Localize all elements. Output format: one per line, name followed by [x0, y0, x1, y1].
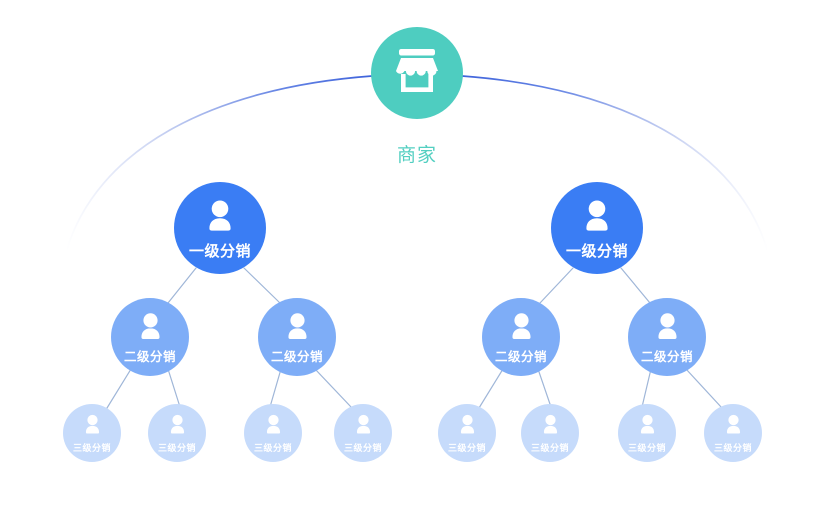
level2-label: 二级分销	[123, 350, 176, 364]
person-icon	[507, 312, 536, 346]
level3-label: 三级分销	[343, 443, 382, 453]
connector-l1b-l2d	[620, 267, 651, 304]
level2-node-2[interactable]: 二级分销	[258, 298, 336, 376]
level3-label: 三级分销	[627, 443, 666, 453]
level1-node-2[interactable]: 一级分销	[551, 182, 643, 274]
level2-label: 二级分销	[494, 350, 547, 364]
person-icon	[167, 414, 188, 440]
connector-l2c-l3f	[537, 368, 552, 408]
person-icon	[136, 312, 165, 346]
level2-label: 二级分销	[640, 350, 693, 364]
level3-node-6[interactable]: 三级分销	[521, 404, 579, 462]
person-icon	[723, 414, 744, 440]
level2-label: 二级分销	[270, 350, 323, 364]
level3-label: 三级分销	[253, 443, 292, 453]
level3-label: 三级分销	[157, 443, 196, 453]
level3-node-4[interactable]: 三级分销	[334, 404, 392, 462]
level3-node-7[interactable]: 三级分销	[618, 404, 676, 462]
level3-label: 三级分销	[713, 443, 752, 453]
level3-node-2[interactable]: 三级分销	[148, 404, 206, 462]
person-icon	[283, 312, 312, 346]
connector-l2d-l3h	[685, 368, 723, 409]
level2-node-1[interactable]: 二级分销	[111, 298, 189, 376]
level2-node-3[interactable]: 二级分销	[482, 298, 560, 376]
connector-l1a-l2b	[243, 267, 281, 304]
person-icon	[82, 414, 103, 440]
level3-node-8[interactable]: 三级分销	[704, 404, 762, 462]
level3-node-3[interactable]: 三级分销	[244, 404, 302, 462]
connector-l1a-l2a	[167, 267, 197, 304]
level3-label: 三级分销	[72, 443, 111, 453]
connector-l2b-l3d	[314, 368, 353, 409]
connector-l2c-l3e	[478, 368, 504, 409]
level3-label: 三级分销	[447, 443, 486, 453]
level1-label: 一级分销	[565, 243, 628, 260]
person-icon	[580, 199, 614, 238]
connector-l2d-l3g	[641, 368, 652, 408]
level3-node-1[interactable]: 三级分销	[63, 404, 121, 462]
connector-l2b-l3c	[269, 368, 282, 408]
level2-node-4[interactable]: 二级分销	[628, 298, 706, 376]
person-icon	[353, 414, 374, 440]
level3-node-5[interactable]: 三级分销	[438, 404, 496, 462]
person-icon	[653, 312, 682, 346]
level3-label: 三级分销	[530, 443, 569, 453]
level1-label: 一级分销	[188, 243, 251, 260]
person-icon	[457, 414, 478, 440]
merchant-node[interactable]	[371, 27, 463, 119]
merchant-label: 商家	[396, 145, 437, 166]
connector-l1b-l2c	[539, 267, 574, 304]
person-icon	[203, 199, 237, 238]
storefront-icon	[392, 47, 442, 100]
person-icon	[637, 414, 658, 440]
level1-node-1[interactable]: 一级分销	[174, 182, 266, 274]
person-icon	[540, 414, 561, 440]
person-icon	[263, 414, 284, 440]
connector-l2a-l3b	[167, 368, 181, 408]
connector-l2a-l3a	[106, 368, 132, 409]
